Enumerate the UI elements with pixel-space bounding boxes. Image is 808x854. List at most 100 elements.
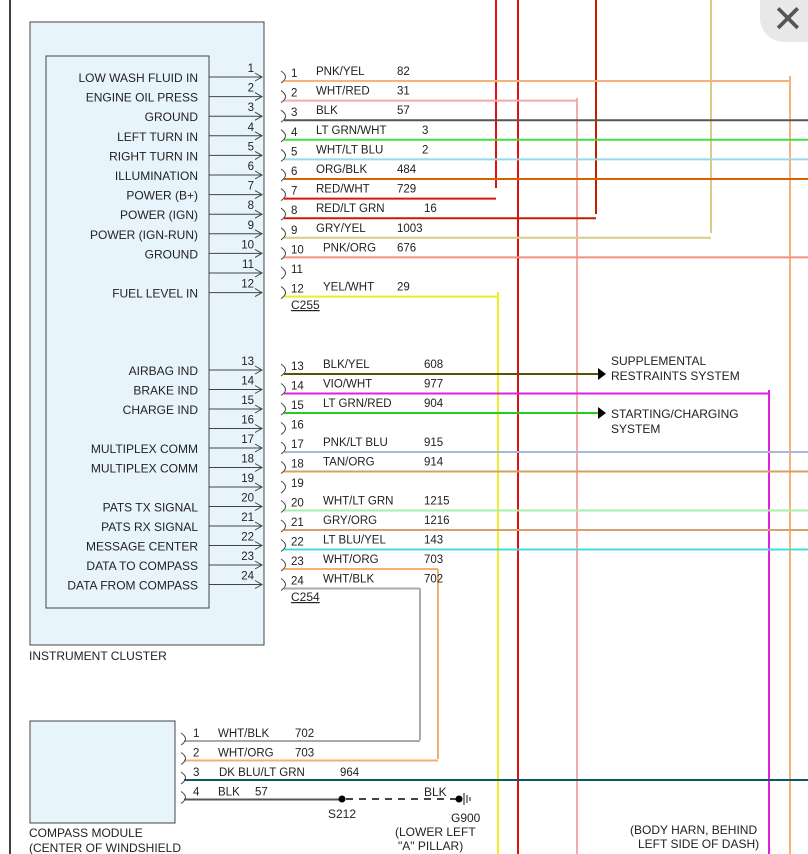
wire-color-label-3: BLK — [316, 105, 338, 117]
wire-color-label-7: RED/WHT — [316, 184, 370, 196]
pin-arrow-23 — [254, 560, 264, 570]
ground-location-line1: (LOWER LEFT — [395, 825, 476, 839]
pin-arrow-13 — [254, 365, 264, 375]
connector-pin-number-15: 15 — [291, 400, 304, 412]
circuit-number-24: 702 — [424, 574, 443, 586]
wire-color-label-15: LT GRN/RED — [323, 398, 392, 410]
connector-pin-number-23: 23 — [291, 556, 304, 568]
circuit-number-2: 31 — [397, 86, 410, 98]
pin-arrow-20 — [254, 502, 264, 511]
cluster-label-pin-10: GROUND — [145, 247, 199, 261]
cluster-label-pin-15: CHARGE IND — [123, 403, 199, 417]
pin-arrow-5 — [254, 150, 264, 160]
cluster-pin-number-7: 7 — [248, 181, 254, 193]
cluster-pin-number-14: 14 — [241, 376, 254, 388]
cluster-pin-number-4: 4 — [248, 122, 255, 134]
cluster-label-pin-4: LEFT TURN IN — [117, 130, 198, 144]
harness-note-line2: LEFT SIDE OF DASH) — [638, 837, 759, 851]
cluster-label-pin-1: LOW WASH FLUID IN — [78, 71, 198, 85]
cluster-label-pin-14: BRAKE IND — [133, 384, 198, 398]
connector-pin-number-24: 24 — [291, 576, 304, 588]
circuit-number-1: 82 — [397, 66, 410, 78]
circuit-number-4: 3 — [422, 125, 428, 137]
close-button[interactable]: ✕ — [760, 0, 808, 42]
connector-pin-number-22: 22 — [291, 537, 304, 549]
system-arrow-15 — [598, 407, 606, 419]
connector-c254-label: C254 — [291, 590, 320, 604]
connector-cavity-9 — [280, 227, 286, 241]
pin-arrow-16 — [254, 424, 264, 433]
cluster-pin-number-21: 21 — [241, 512, 254, 524]
connector-cavity-1 — [280, 70, 286, 84]
circuit-number-23: 703 — [424, 554, 443, 566]
cluster-label-pin-21: PATS RX SIGNAL — [101, 520, 198, 534]
compass-cavity-1 — [180, 732, 186, 746]
circuit-number-18: 914 — [424, 457, 444, 469]
instrument-cluster-title: INSTRUMENT CLUSTER — [29, 649, 167, 663]
compass-wire-color-4: BLK — [218, 787, 240, 799]
pin-arrow-17 — [254, 443, 264, 453]
compass-cavity-3 — [180, 771, 186, 785]
compass-module-box — [29, 720, 176, 824]
connector-pin-number-2: 2 — [291, 88, 297, 100]
close-icon: ✕ — [772, 0, 804, 41]
connector-cavity-21 — [280, 519, 286, 533]
connector-pin-number-9: 9 — [291, 225, 297, 237]
cluster-label-pin-6: ILLUMINATION — [115, 169, 198, 183]
splice-s212-dot — [338, 795, 346, 803]
connector-cavity-11 — [280, 266, 286, 280]
ground-wire-color-label: BLK — [424, 785, 447, 799]
cluster-label-pin-22: MESSAGE CENTER — [86, 540, 198, 554]
pin-arrow-11 — [254, 268, 264, 278]
compass-module-title: COMPASS MODULE — [29, 826, 143, 840]
cluster-pin-number-18: 18 — [241, 454, 254, 466]
connector-cavity-3 — [280, 109, 286, 123]
cluster-label-pin-23: DATA TO COMPASS — [86, 559, 198, 573]
wire-color-label-18: TAN/ORG — [323, 457, 375, 469]
cluster-pin-number-23: 23 — [241, 551, 254, 563]
connector-cavity-7 — [280, 188, 286, 202]
cluster-pin-number-8: 8 — [248, 200, 254, 212]
wire-color-label-21: GRY/ORG — [323, 515, 377, 527]
wire-color-label-13: BLK/YEL — [323, 359, 370, 371]
connector-pin-number-7: 7 — [291, 186, 297, 198]
wires-layer — [184, 0, 808, 854]
cluster-pin-number-19: 19 — [241, 473, 254, 485]
system-charging-line1: STARTING/CHARGING — [611, 407, 739, 421]
connector-cavity-20 — [280, 500, 286, 513]
compass-pin-number-3: 3 — [193, 767, 199, 779]
pin-arrow-6 — [254, 170, 264, 180]
cluster-label-pin-7: POWER (B+) — [126, 189, 198, 203]
cluster-pin-number-9: 9 — [248, 220, 254, 232]
cluster-pin-number-5: 5 — [248, 141, 254, 153]
connector-cavity-5 — [280, 148, 286, 162]
connector-cavity-8 — [280, 207, 286, 221]
connector-pin-number-19: 19 — [291, 478, 304, 490]
cluster-label-pin-9: POWER (IGN-RUN) — [90, 228, 198, 242]
wire-color-label-4: LT GRN/WHT — [316, 125, 387, 137]
cluster-pin-number-2: 2 — [248, 83, 254, 95]
cluster-label-pin-12: FUEL LEVEL IN — [112, 287, 198, 301]
connector-pin-number-17: 17 — [291, 439, 304, 451]
connector-cavity-10 — [280, 246, 286, 260]
wire-color-label-23: WHT/ORG — [323, 554, 379, 566]
cluster-pin-number-24: 24 — [241, 571, 254, 583]
circuit-number-21: 1216 — [424, 515, 450, 527]
pin-arrow-24 — [254, 580, 264, 589]
connector-pin-number-12: 12 — [291, 284, 304, 296]
connector-cavity-12 — [280, 286, 286, 300]
wire-color-label-20: WHT/LT GRN — [323, 496, 394, 508]
cluster-label-pin-3: GROUND — [145, 110, 199, 124]
pin-arrow-21 — [254, 521, 264, 531]
connector-pin-number-8: 8 — [291, 205, 297, 217]
pin-arrow-10 — [254, 248, 264, 258]
pin-arrow-3 — [254, 111, 264, 121]
cluster-pin-number-11: 11 — [242, 259, 254, 271]
wire-color-label-5: WHT/LT BLU — [316, 144, 383, 156]
wire-color-label-9: GRY/YEL — [316, 223, 366, 235]
compass-circuit-3: 964 — [340, 767, 360, 779]
compass-pin-number-2: 2 — [193, 748, 199, 760]
circuit-number-3: 57 — [397, 105, 410, 117]
connector-pin-number-11: 11 — [291, 264, 303, 276]
connector-cavity-17 — [280, 441, 286, 455]
